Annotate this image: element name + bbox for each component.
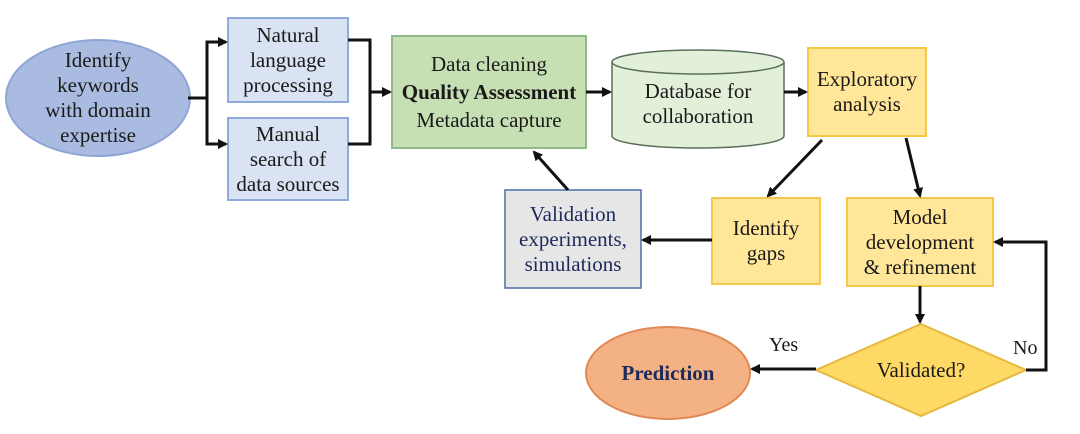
edge-split-to-nlp	[205, 37, 228, 98]
identify-gaps-node	[711, 197, 821, 285]
edge-manual-to-cleaning	[348, 92, 372, 146]
manual-search-node	[227, 117, 349, 201]
validation-node	[504, 189, 642, 289]
no-label: No	[1013, 337, 1038, 359]
data-cleaning-node	[391, 35, 587, 149]
edge-validation-to-cleaning	[532, 150, 570, 192]
edge-split-to-manual	[205, 98, 228, 149]
edge-exploratory-to-gaps	[766, 138, 824, 198]
edge-exploratory-to-model	[904, 137, 923, 198]
prediction-node	[585, 326, 751, 420]
yes-label: Yes	[769, 334, 799, 356]
edge-validated-to-model	[993, 237, 1048, 372]
validated-node	[813, 322, 1029, 418]
edge-nlp-to-cleaning	[348, 38, 392, 97]
nlp-node	[227, 17, 349, 103]
exploratory-node	[807, 47, 927, 137]
model-dev-node	[846, 197, 994, 287]
identify-keywords-node	[5, 39, 191, 157]
database-node	[611, 49, 785, 149]
